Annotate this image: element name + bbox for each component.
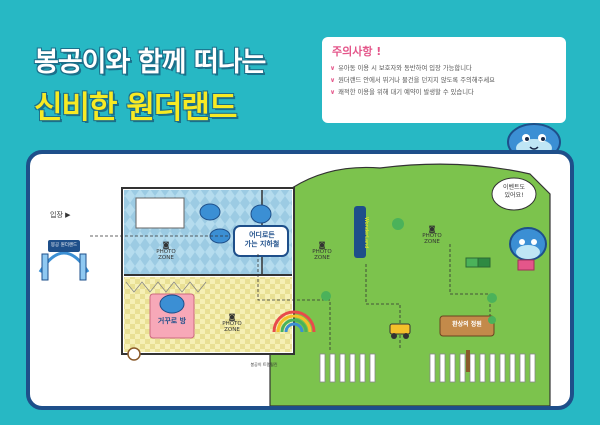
notice-box: 주의사항 ! ∨유아동 이용 시 보호자와 동반하여 입장 가능합니다 ∨원더랜…: [322, 37, 566, 123]
notice-list: ∨유아동 이용 시 보호자와 동반하여 입장 가능합니다 ∨원더랜드 안에서 뛰…: [330, 63, 495, 99]
camera-icon: ◙: [318, 241, 326, 249]
trampoline-caption: 봉공이 트램펄린: [250, 362, 278, 367]
photo-zone-label: ◙PHOTO ZONE: [222, 313, 242, 334]
notice-item: ∨쾌적한 이용을 위해 대기 예약이 발생할 수 있습니다: [330, 89, 474, 96]
entrance-label: 입장 ▶: [50, 211, 71, 219]
upside-room-label: 거꾸로 방: [157, 317, 187, 325]
check-icon: ∨: [330, 65, 336, 72]
title-line-1: 봉공이와 함께 떠나는: [34, 47, 266, 78]
gate-sign: 봉공 원더랜드: [50, 243, 78, 248]
check-icon: ∨: [330, 89, 336, 96]
subway-zone-label: 어디로든 가는 지하철: [244, 231, 280, 248]
camera-icon: ◙: [162, 241, 170, 249]
fantasy-garden-sign: 환상의 정원: [452, 321, 482, 328]
title-line-2: 신비한 원더랜드: [34, 90, 237, 126]
notice-item: ∨유아동 이용 시 보호자와 동반하여 입장 가능합니다: [330, 65, 472, 72]
camera-icon: ◙: [428, 225, 436, 233]
photo-zone-label: ◙PHOTO ZONE: [156, 241, 176, 262]
photo-zone-label: ◙PHOTO ZONE: [312, 241, 332, 262]
event-bubble: 이벤트도 있어요!: [502, 184, 526, 199]
map-illustration: [38, 163, 551, 406]
notice-item: ∨원더랜드 안에서 뛰거나 물건을 던지지 않도록 주의해주세요: [330, 77, 495, 84]
map-card: 입장 ▶ 봉공 원더랜드 어디로든 가는 지하철 거꾸로 방 WonderLan…: [26, 150, 574, 410]
photo-zone-label: ◙PHOTO ZONE: [422, 225, 442, 246]
wonderland-sign: WonderLand: [363, 217, 369, 249]
check-icon: ∨: [330, 77, 336, 84]
notice-title: 주의사항 !: [332, 45, 382, 58]
camera-icon: ◙: [228, 313, 236, 321]
